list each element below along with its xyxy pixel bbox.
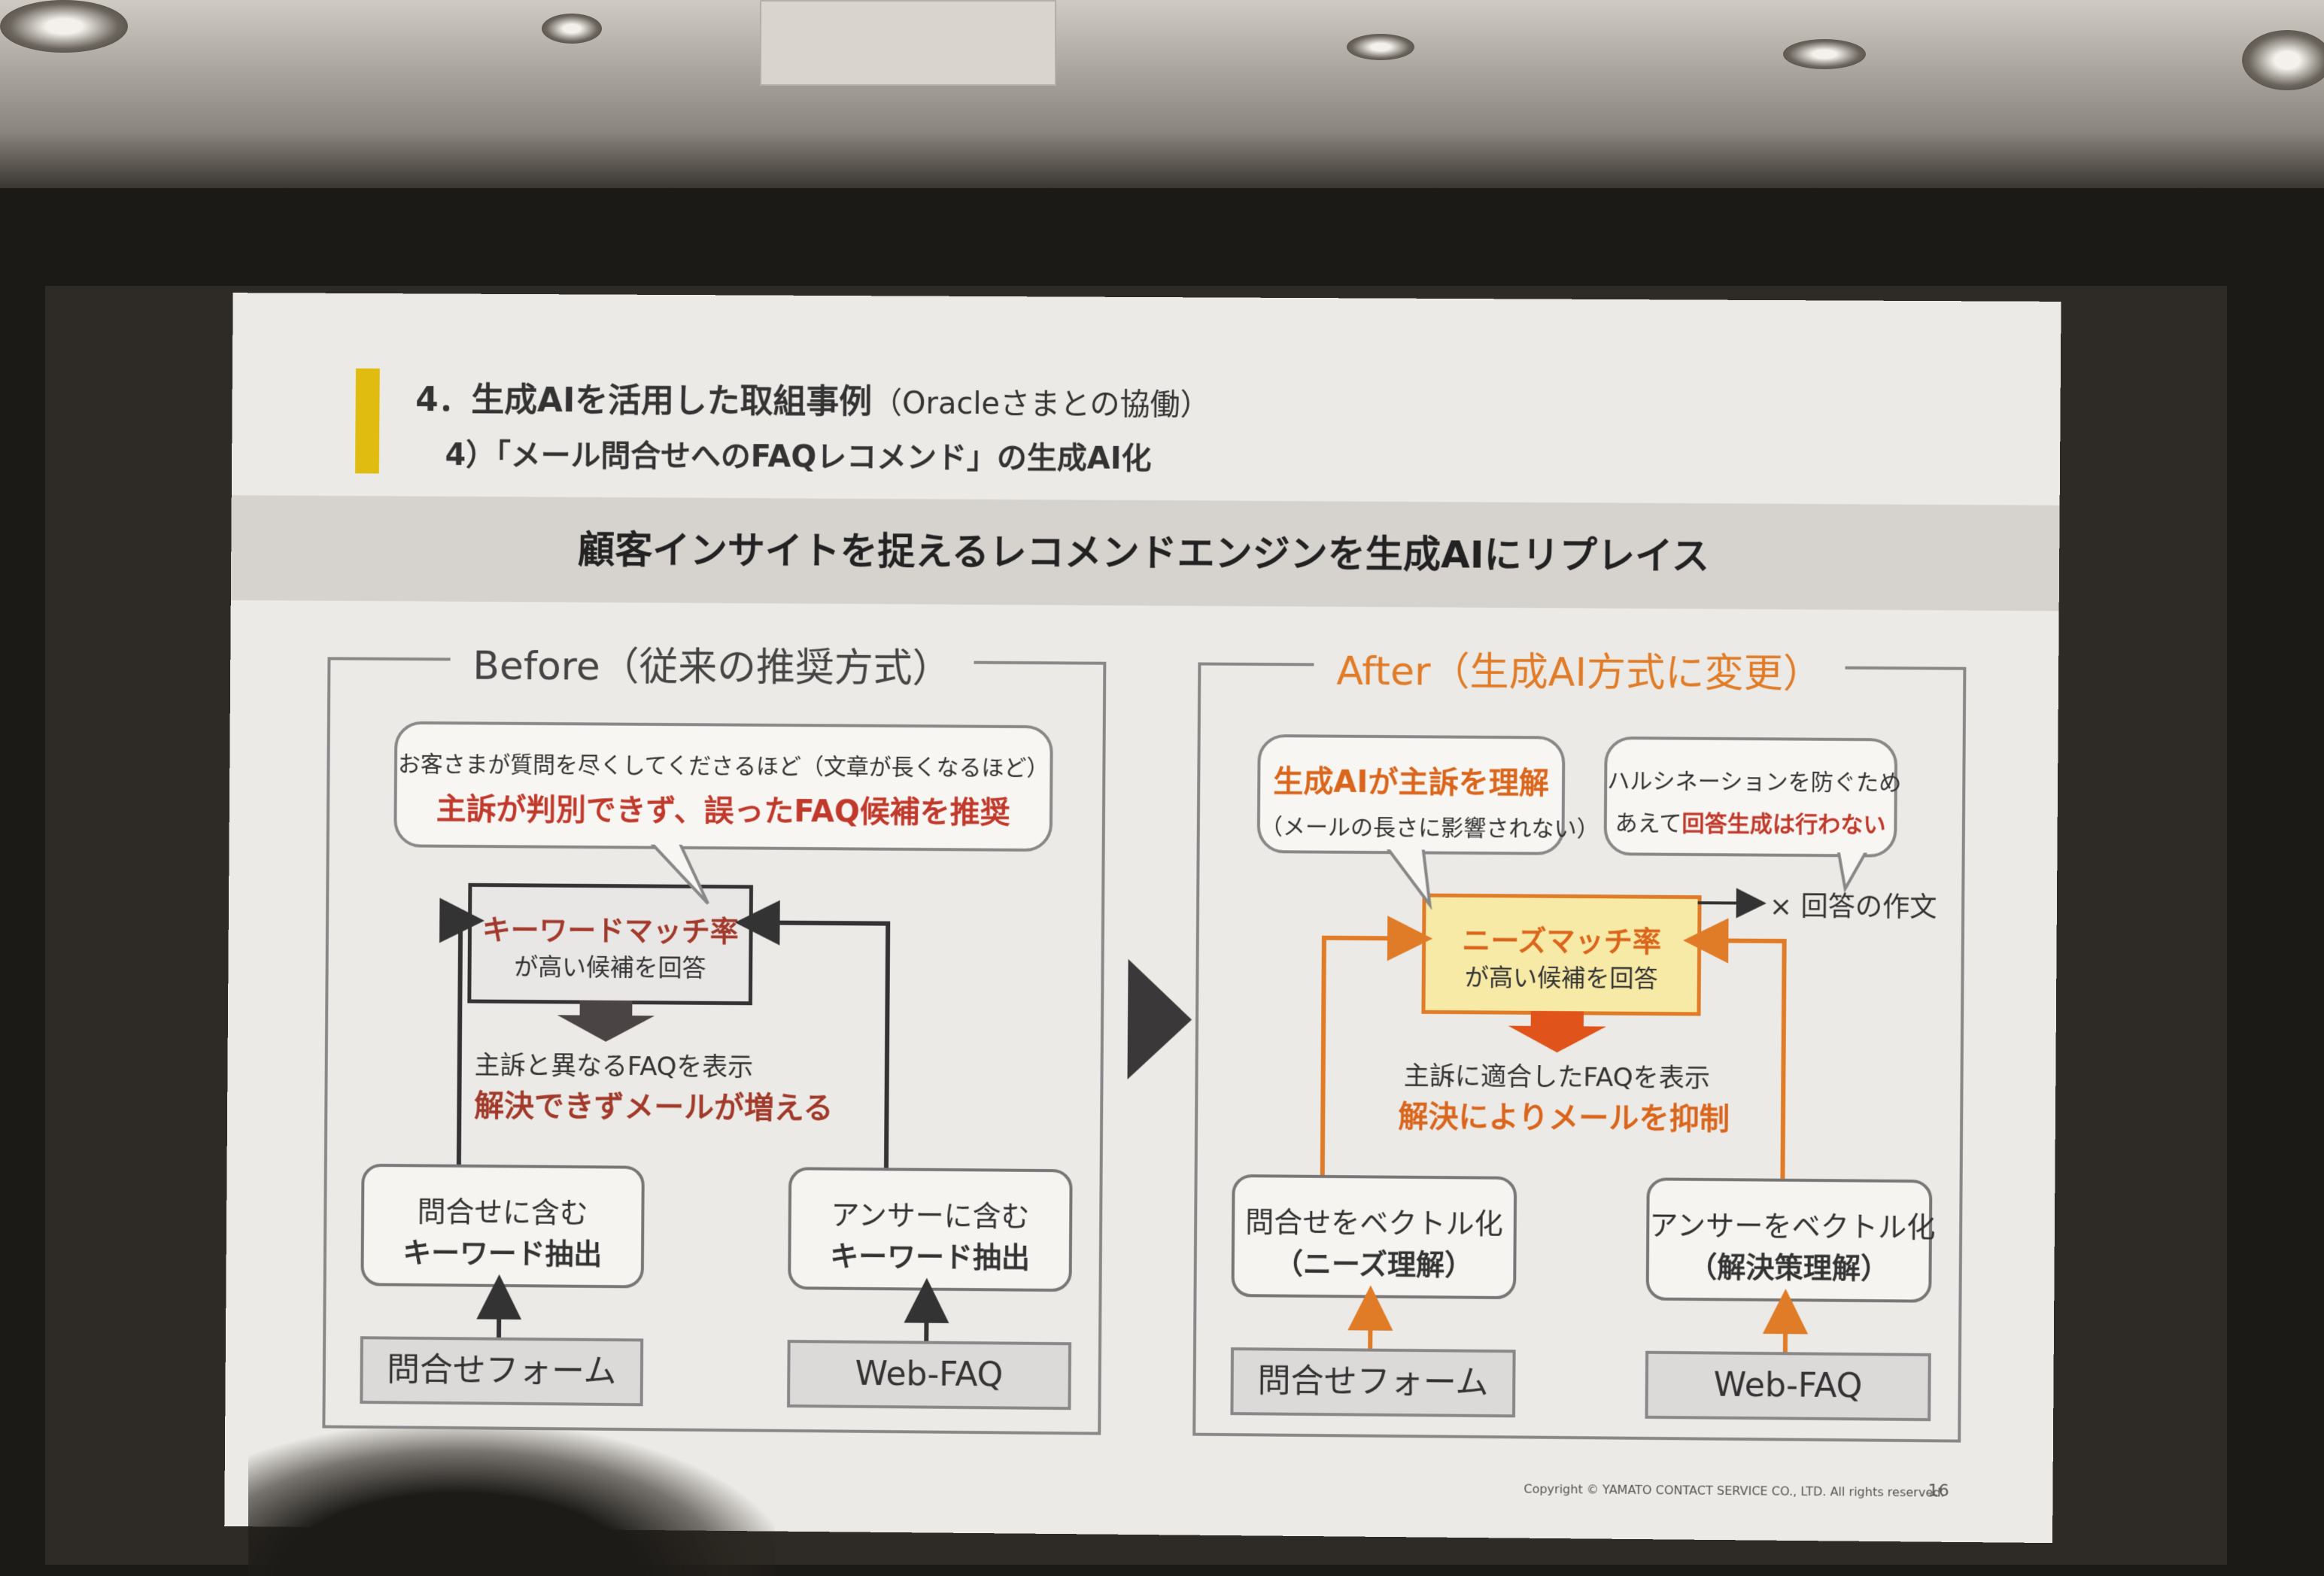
before-left-connector	[459, 921, 464, 1165]
ceiling-light	[0, 0, 128, 53]
ceiling-light	[1347, 34, 1414, 60]
after-bubble2-tail	[1837, 848, 1868, 888]
triangle-right-icon	[1127, 958, 1192, 1080]
before-right-connector	[751, 922, 888, 1168]
flow-connectors	[224, 293, 2061, 1543]
after-left-connector	[1323, 938, 1414, 1176]
foreground-plant-silhouette	[248, 1429, 775, 1576]
before-down-arrow	[557, 1000, 655, 1043]
presentation-slide: 4．生成AIを活用した取組事例（Oracleさまとの協働） 4）「メール問合せへ…	[224, 293, 2061, 1543]
after-down-arrow	[1508, 1010, 1607, 1053]
ceiling-light	[2242, 30, 2324, 90]
after-bubble1-tail	[1384, 845, 1430, 904]
footer-page-number: 16	[1928, 1481, 1949, 1501]
ceiling-light	[1783, 39, 1866, 69]
before-bubble-tail	[648, 840, 708, 903]
ceiling-light	[542, 14, 602, 44]
after-right-connector	[1700, 940, 1785, 1178]
room-ceiling	[0, 0, 2324, 188]
ceiling-panel	[760, 0, 1056, 86]
